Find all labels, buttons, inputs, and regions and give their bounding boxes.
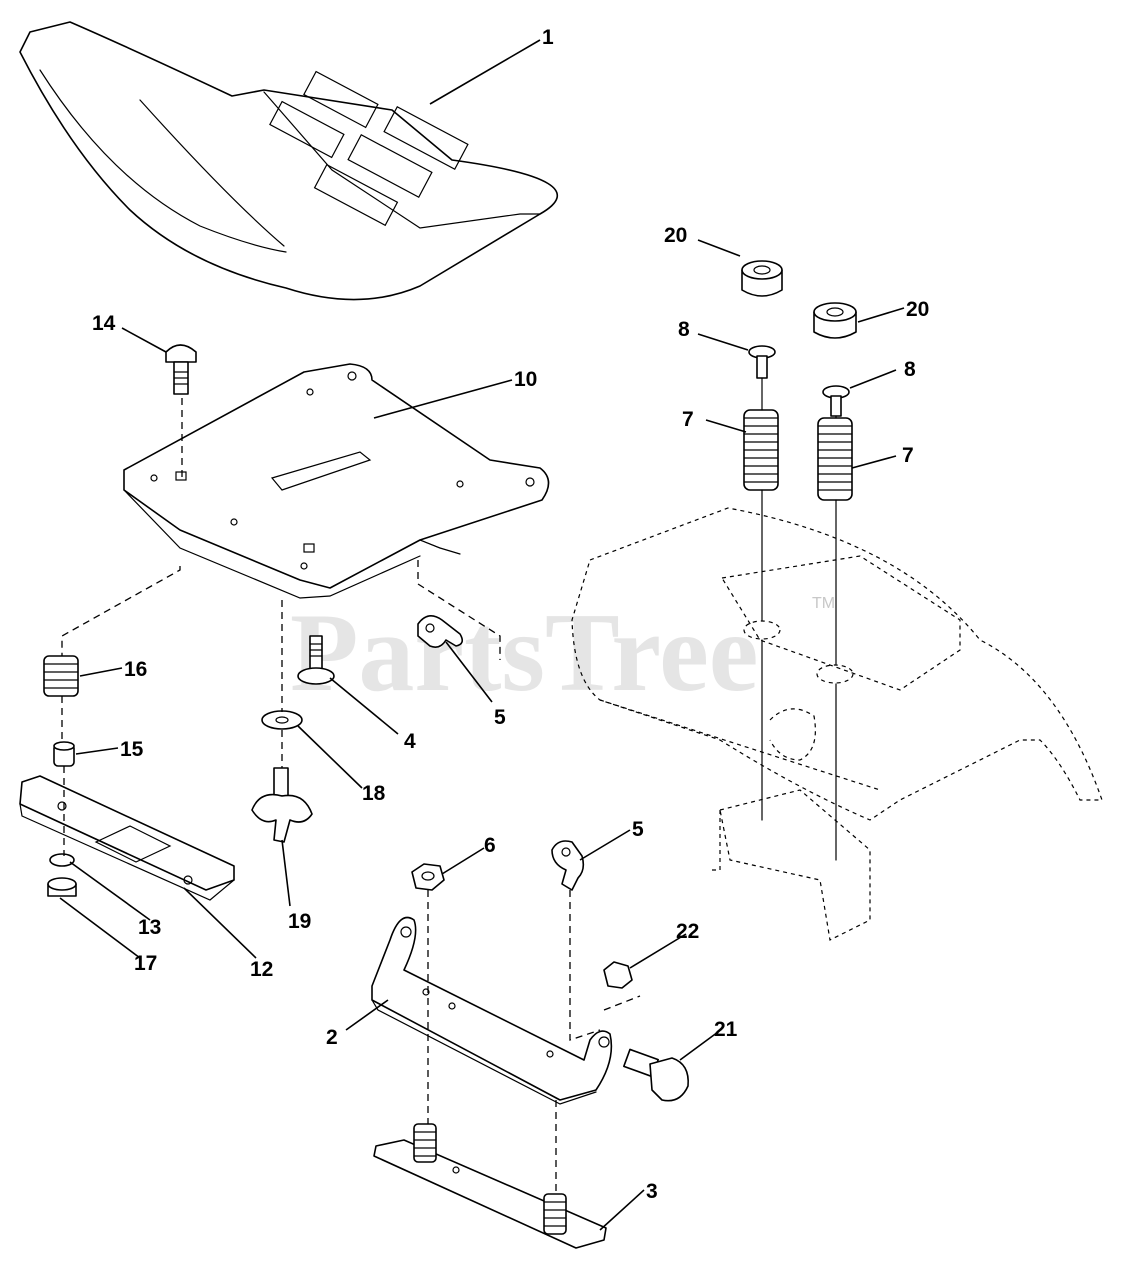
callout-22[interactable]: 22: [676, 920, 699, 943]
bushing-left[interactable]: [741, 260, 783, 297]
hairpin-clip-lower[interactable]: [551, 840, 585, 891]
callout-15[interactable]: 15: [120, 738, 144, 761]
washer-small[interactable]: [49, 853, 75, 867]
callout-4[interactable]: 4: [404, 730, 416, 753]
wing-knob[interactable]: [251, 767, 313, 843]
spring-small[interactable]: [43, 655, 79, 697]
callout-18[interactable]: 18: [362, 782, 386, 805]
callout-14[interactable]: 14: [92, 312, 116, 335]
callout-19[interactable]: 19: [288, 910, 311, 933]
callout-21[interactable]: 21: [714, 1018, 738, 1041]
callout-3[interactable]: 3: [646, 1180, 658, 1203]
pivot-bracket[interactable]: [371, 916, 613, 1105]
callout-labels: 1 20 20 14 10 8 8 7 7 16 15 4 5 18 6 5 1…: [92, 26, 929, 1203]
callout-1[interactable]: 1: [542, 26, 554, 49]
watermark-text: PartsTree: [290, 591, 759, 715]
hex-nut[interactable]: [411, 863, 445, 891]
callout-10[interactable]: 10: [514, 368, 537, 391]
callout-17[interactable]: 17: [134, 952, 157, 975]
flange-screw-right[interactable]: [822, 385, 850, 417]
seat-pan[interactable]: [123, 363, 550, 599]
hairpin-clip-upper[interactable]: [417, 615, 464, 648]
shoulder-bolt[interactable]: [297, 635, 335, 685]
mounting-plate[interactable]: [373, 1123, 607, 1249]
hex-bolt[interactable]: [623, 1048, 689, 1102]
callout-5-lower[interactable]: 5: [632, 818, 644, 841]
fender-outline: [571, 507, 1103, 941]
flat-washer[interactable]: [261, 710, 303, 730]
callout-8-left[interactable]: 8: [678, 318, 690, 341]
leader-lines: [59, 39, 905, 1231]
lock-nut[interactable]: [603, 961, 633, 989]
flange-screw-left[interactable]: [748, 345, 776, 379]
spring-right[interactable]: [817, 417, 853, 501]
callout-7-left[interactable]: 7: [682, 408, 694, 431]
carriage-bolt[interactable]: [165, 344, 197, 395]
watermark-trademark: TM: [812, 595, 835, 612]
callout-6[interactable]: 6: [484, 834, 496, 857]
callout-8-right[interactable]: 8: [904, 358, 916, 381]
seat[interactable]: [19, 21, 559, 301]
callout-2[interactable]: 2: [326, 1026, 338, 1049]
callout-7-right[interactable]: 7: [902, 444, 914, 467]
callout-20-left[interactable]: 20: [664, 224, 687, 247]
callout-16[interactable]: 16: [124, 658, 147, 681]
spacer[interactable]: [53, 741, 75, 767]
callout-13[interactable]: 13: [138, 916, 161, 939]
nut-small[interactable]: [47, 877, 77, 897]
spring-left[interactable]: [743, 409, 779, 491]
callout-20-right[interactable]: 20: [906, 298, 929, 321]
assembly-lines: [61, 377, 837, 1194]
slide-bracket[interactable]: [19, 775, 235, 901]
callout-5-upper[interactable]: 5: [494, 706, 506, 729]
callout-12[interactable]: 12: [250, 958, 273, 981]
bushing-right[interactable]: [813, 302, 857, 339]
